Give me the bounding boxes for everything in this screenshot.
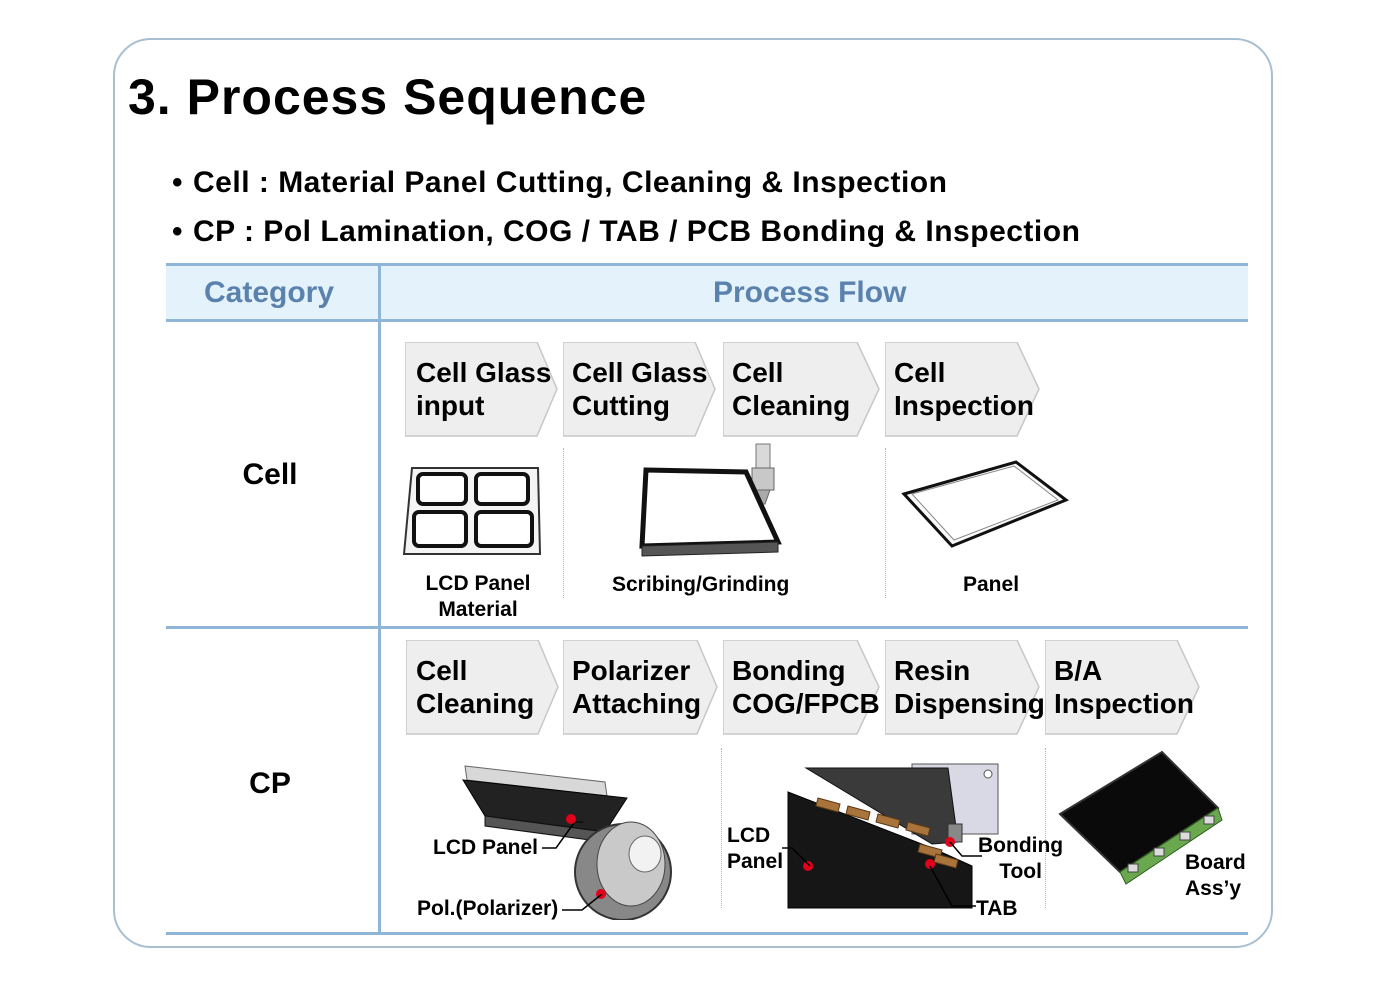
table-header	[166, 266, 1248, 319]
table-row-rule	[166, 626, 1248, 629]
step-arrow-shape	[563, 640, 718, 735]
panel-illustration	[901, 460, 1070, 548]
table-bottom-rule	[166, 932, 1248, 935]
step-arrow-shape	[885, 342, 1040, 437]
step-arrow-shape	[1045, 640, 1200, 735]
caption-panel: Panel	[963, 573, 1020, 596]
step-arrow-shape	[723, 640, 880, 735]
cp-divider	[721, 748, 722, 908]
pointer-line	[542, 822, 575, 849]
header-process-flow: Process Flow	[713, 276, 907, 309]
step-arrow-shape	[405, 342, 558, 437]
table-header-rule	[166, 319, 1248, 322]
pointer-line	[949, 841, 982, 857]
caption-polarizer: Pol.(Polarizer)	[417, 897, 559, 920]
bullet-cell-text: Cell : Material Panel Cutting, Cleaning …	[193, 166, 948, 199]
step-arrow-shape	[406, 640, 559, 735]
cell-divider	[885, 448, 886, 598]
table-column-rule	[378, 263, 381, 935]
lcd-panel-material-illustration	[402, 467, 542, 555]
category-cp: CP	[249, 767, 291, 800]
scribing-grinding-illustration	[639, 443, 782, 557]
table-top-rule	[166, 263, 1248, 266]
caption-tab: TAB	[976, 897, 1018, 920]
bonding-cog-illustration	[787, 763, 999, 909]
pointer-line	[782, 847, 811, 867]
pointer-line	[929, 865, 976, 907]
bullet-cp: • CP : Pol Lamination, COG / TAB / PCB Bo…	[172, 215, 1080, 249]
caption-scribing-grinding: Scribing/Grinding	[612, 573, 790, 596]
header-category: Category	[204, 276, 335, 309]
board-assembly-illustration	[1058, 750, 1223, 885]
cell-divider	[563, 448, 564, 598]
bullet-cell: • Cell : Material Panel Cutting, Cleaning…	[172, 166, 947, 200]
step-arrow-shape	[563, 342, 716, 437]
bullet-dot: •	[172, 166, 184, 199]
pointer-line	[562, 893, 603, 911]
cp-divider	[1045, 748, 1046, 908]
polarizer-attaching-illustration	[462, 765, 672, 920]
category-cell: Cell	[242, 458, 298, 491]
caption-lcd-panel: LCD Panel	[433, 836, 539, 859]
step-arrow-shape	[885, 640, 1040, 735]
bullet-dot: •	[172, 215, 184, 248]
bullet-cp-text: CP : Pol Lamination, COG / TAB / PCB Bon…	[193, 215, 1081, 248]
step-arrow-shape	[723, 342, 880, 437]
page-title: 3. Process Sequence	[128, 69, 648, 125]
